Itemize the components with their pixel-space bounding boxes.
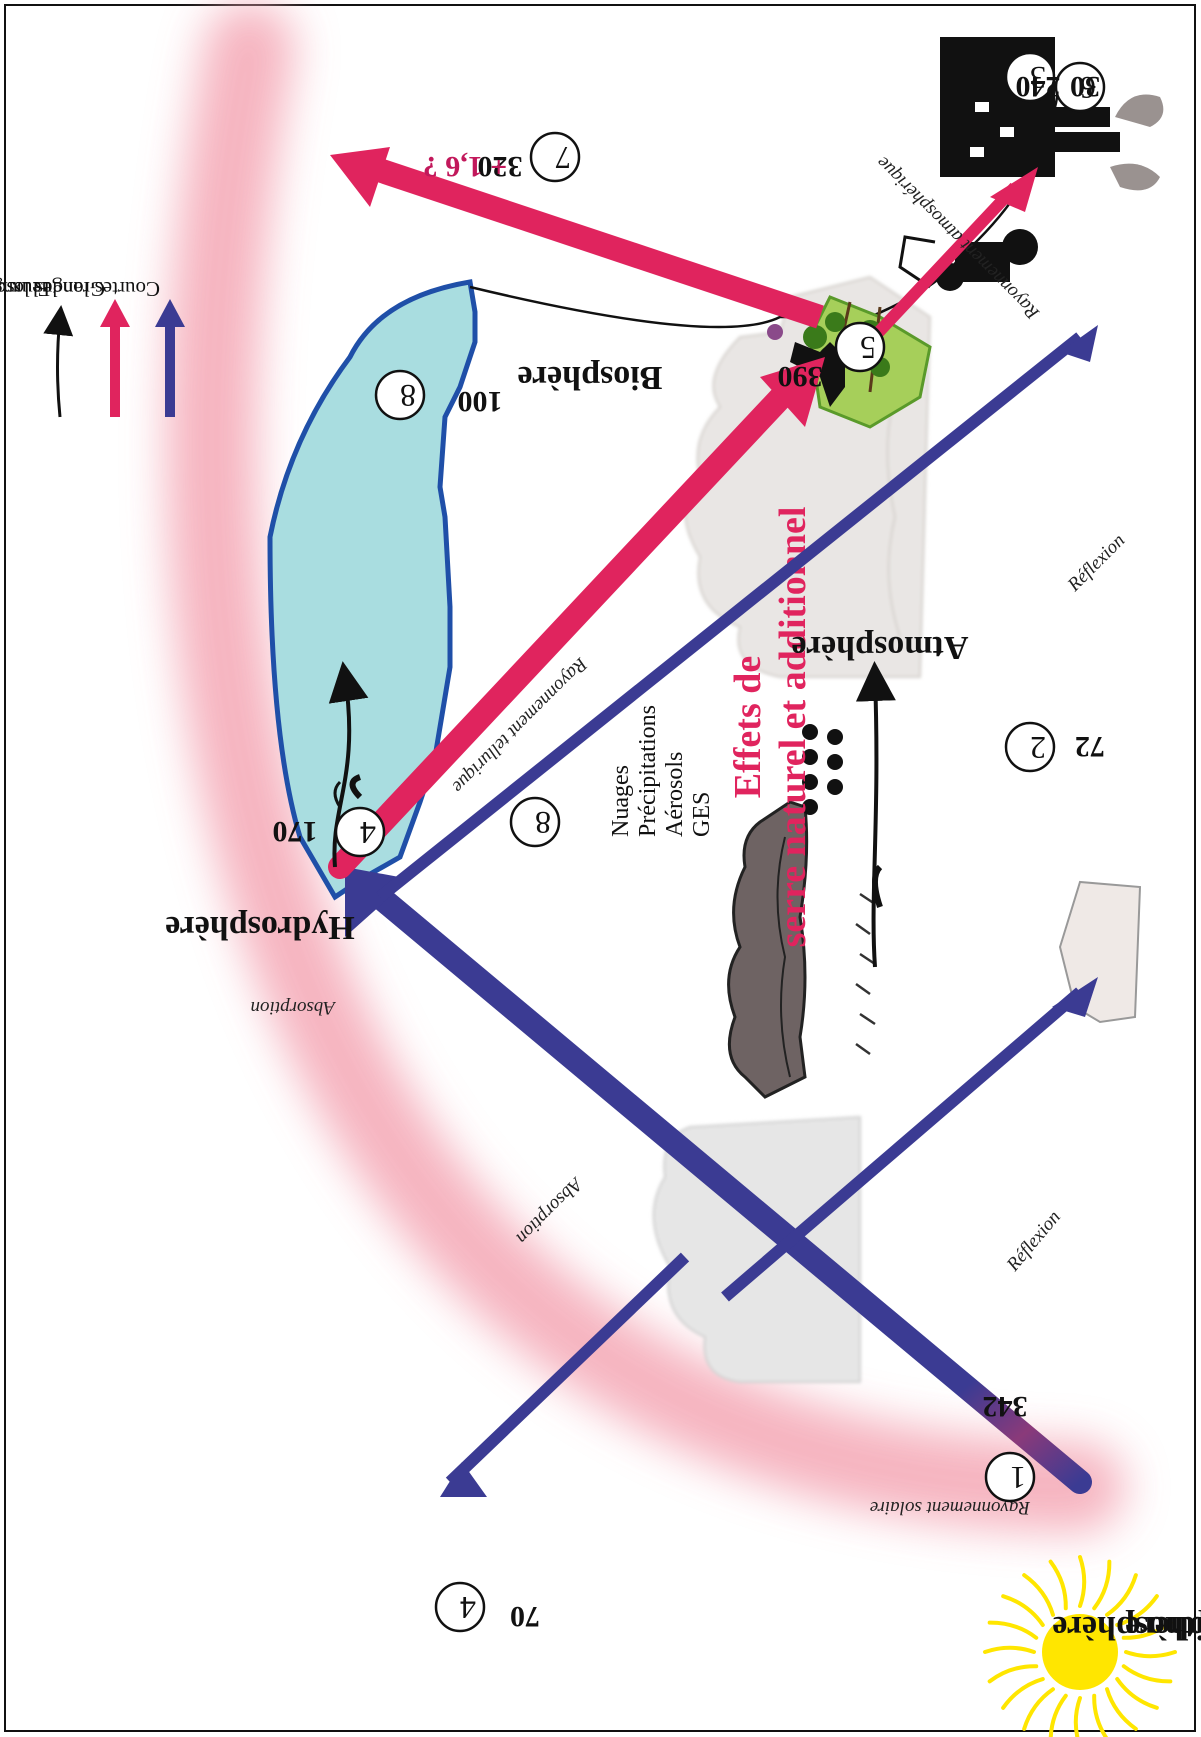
arrow-outgoing <box>855 182 1020 357</box>
longwave-arrows <box>328 147 1038 879</box>
value-reflect-surface: 30 <box>1070 70 1100 103</box>
value-absorb-atm: 70 <box>510 1600 540 1633</box>
shortwave-arrows <box>345 325 1098 1497</box>
sun-icon <box>983 1555 1177 1737</box>
label-reflect-surface: Réflexion <box>1063 530 1129 596</box>
node-6 <box>1054 61 1106 113</box>
greenhouse-band <box>166 2 1125 1532</box>
node-1-label: 1 <box>1010 1460 1026 1496</box>
aerosol-dots <box>802 724 843 815</box>
sun-ray <box>1001 1594 1045 1627</box>
legend-shortwave: Courtes longueurs d'onde <box>0 277 160 301</box>
factor-precipitations: Précipitations <box>635 705 661 837</box>
node-2-label: 2 <box>1030 730 1046 766</box>
node-3-label: 3 <box>1030 60 1046 96</box>
node-4b <box>334 806 386 858</box>
label-absorb-atm: Absorption <box>512 1172 588 1248</box>
arrow-reflect-clouds <box>721 987 1084 1302</box>
sun-ray <box>1001 1677 1045 1710</box>
arrow-back-radiation <box>366 155 824 329</box>
arrow-absorb-atm <box>445 1252 690 1487</box>
sun-ray <box>1105 1573 1138 1617</box>
node-8b-label: 8 <box>400 378 416 414</box>
sun-ray <box>1105 1687 1138 1731</box>
sun-ray <box>1092 1693 1112 1737</box>
sun-ray <box>1078 1555 1087 1608</box>
sun-ray <box>1121 1664 1173 1684</box>
node-4b-label: 4 <box>360 815 376 851</box>
factory-icon <box>940 37 1164 191</box>
sun-ray <box>1121 1620 1173 1640</box>
sun-ray <box>987 1664 1039 1684</box>
legend-longwave: Grandes longueurs d'onde (Infra-rouge) <box>0 277 105 301</box>
label-biosphere: Biosphère <box>518 359 663 396</box>
sun-ray <box>1022 1687 1055 1731</box>
label-absorb-surface: Absorption <box>251 997 337 1018</box>
sun-ray <box>1048 1693 1068 1737</box>
label-atmosphere: Atmosphère <box>792 629 969 666</box>
node-1 <box>984 1451 1036 1503</box>
factor-nuages: Nuages <box>608 765 634 837</box>
value-additional: + 1,6 ? <box>423 150 508 183</box>
label-lithosphere: Lithosphère <box>1052 1609 1201 1646</box>
arrow-reflect-surface <box>376 332 1084 902</box>
node-circles <box>334 51 1106 1633</box>
legend-convective: Flux convectifs (chaleur sensible / chal… <box>0 277 50 301</box>
legend-swatch-convective <box>43 305 74 418</box>
flux-values: 342 72 30 70 170 390 240 320 + 1,6 ? 100 <box>273 70 1106 1633</box>
cloud-factors: Nuages Précipitations Aérosols GES <box>608 705 715 837</box>
node-5-label: 5 <box>860 330 876 366</box>
label-hydrosphere: Hydrosphère <box>165 909 355 946</box>
factor-aerosols: Aérosols <box>662 752 688 837</box>
label-cryosphere: Cryosphère <box>1125 1609 1201 1646</box>
node-8a <box>509 796 561 848</box>
value-solar: 342 <box>983 1390 1028 1423</box>
node-7 <box>529 131 581 183</box>
value-outgoing: 240 <box>1016 70 1061 103</box>
sun-ray <box>1124 1650 1177 1659</box>
sun-ray <box>1048 1559 1068 1611</box>
diagram-frame <box>4 4 1196 1732</box>
sun-ray <box>1022 1573 1055 1617</box>
node-3 <box>1004 51 1056 103</box>
legend: Courtes longueurs d'onde Grandes longueu… <box>0 277 185 418</box>
factor-ges: GES <box>689 792 715 837</box>
node-7-label: 7 <box>555 140 571 176</box>
rain-cloud <box>727 800 876 1099</box>
ocean <box>267 279 478 901</box>
arrow-telluric <box>328 365 812 879</box>
node-2 <box>1004 721 1056 773</box>
sun-ray <box>983 1645 1036 1654</box>
sun-ray <box>1092 1559 1112 1611</box>
sun-ray <box>1115 1677 1159 1710</box>
node-6-label: 6 <box>1080 70 1096 106</box>
label-solar: Rayonnement solaire <box>870 1497 1031 1518</box>
sun-ray <box>987 1620 1039 1640</box>
sphere-labels: Atmosphère Hydrosphère Biosphère Lithosp… <box>165 359 1201 1646</box>
value-back-radiation: 320 <box>478 150 523 183</box>
node-numbers: 1 2 3 4 4 5 6 7 8 8 <box>360 60 1096 1626</box>
node-4a <box>434 1581 486 1633</box>
node-5 <box>834 321 886 373</box>
ice-patch <box>1058 880 1142 1024</box>
value-convective: 100 <box>458 385 503 418</box>
value-absorb-surface: 170 <box>273 815 318 848</box>
node-4a-label: 4 <box>460 1590 476 1626</box>
convective-arrows <box>328 661 896 968</box>
sun-ray <box>1115 1594 1159 1627</box>
diagram-title-line1: Effets de <box>727 656 769 798</box>
node-8a-label: 8 <box>535 805 551 841</box>
node-8b <box>374 369 426 421</box>
value-telluric: 390 <box>778 360 823 393</box>
value-reflect-clouds: 72 <box>1075 730 1105 763</box>
arrow-solar <box>356 875 1092 1494</box>
sun-ray <box>1073 1696 1082 1737</box>
label-reflect-clouds: Réflexion <box>1002 1207 1065 1276</box>
